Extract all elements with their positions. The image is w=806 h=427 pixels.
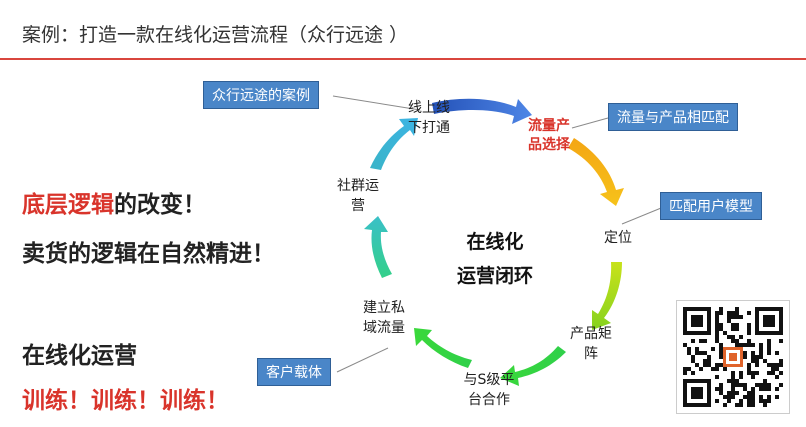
callout-carrier: 客户载体 — [257, 358, 331, 386]
arrow-teal — [364, 216, 392, 278]
arrow-green-right — [500, 346, 566, 386]
left-text-line1: 底层逻辑的改变！ — [22, 185, 206, 219]
cycle-center-label: 在线化 运营闭环 — [456, 231, 533, 287]
stage-positioning: 定位 — [604, 230, 632, 246]
stage-traffic-product: 流量产 品选择 — [528, 118, 570, 153]
title-divider — [0, 58, 806, 60]
stage-online-offline: 线上线 下打通 — [408, 100, 450, 136]
callout-match-user: 匹配用户模型 — [660, 192, 762, 220]
connector-line-carrier — [336, 347, 389, 373]
arrow-cyan — [370, 118, 418, 170]
left-text-line3: 在线化运营 — [22, 343, 137, 369]
arrow-green-left — [414, 328, 472, 368]
arrow-yellow — [568, 138, 624, 206]
connector-line-match-product — [571, 117, 609, 129]
stage-product-matrix: 产品矩 阵 — [570, 326, 612, 362]
arrow-lime — [592, 262, 622, 330]
qr-code-icon — [676, 300, 790, 414]
arrow-blue — [432, 98, 532, 124]
page-title: 案例：打造一款在线化运营流程（众行远途 ） — [22, 24, 409, 46]
connector-line-match-user — [621, 205, 667, 225]
left-text-line1-rest: 的改变！ — [114, 192, 206, 218]
left-text-line2: 卖货的逻辑在自然精进！ — [22, 241, 275, 267]
left-text-line4: 训练！训练！训练！ — [22, 388, 229, 414]
connector-line-case — [332, 95, 421, 111]
callout-match-product: 流量与产品相匹配 — [608, 103, 738, 131]
callout-case: 众行远途的案例 — [203, 81, 319, 109]
stage-community: 社群运 营 — [337, 178, 379, 214]
stage-private-traffic: 建立私 域流量 — [363, 300, 405, 336]
qr-code-graphic — [683, 307, 783, 407]
left-text-highlight: 底层逻辑 — [22, 192, 114, 218]
stage-platform: 与S级平 台合作 — [463, 372, 515, 408]
